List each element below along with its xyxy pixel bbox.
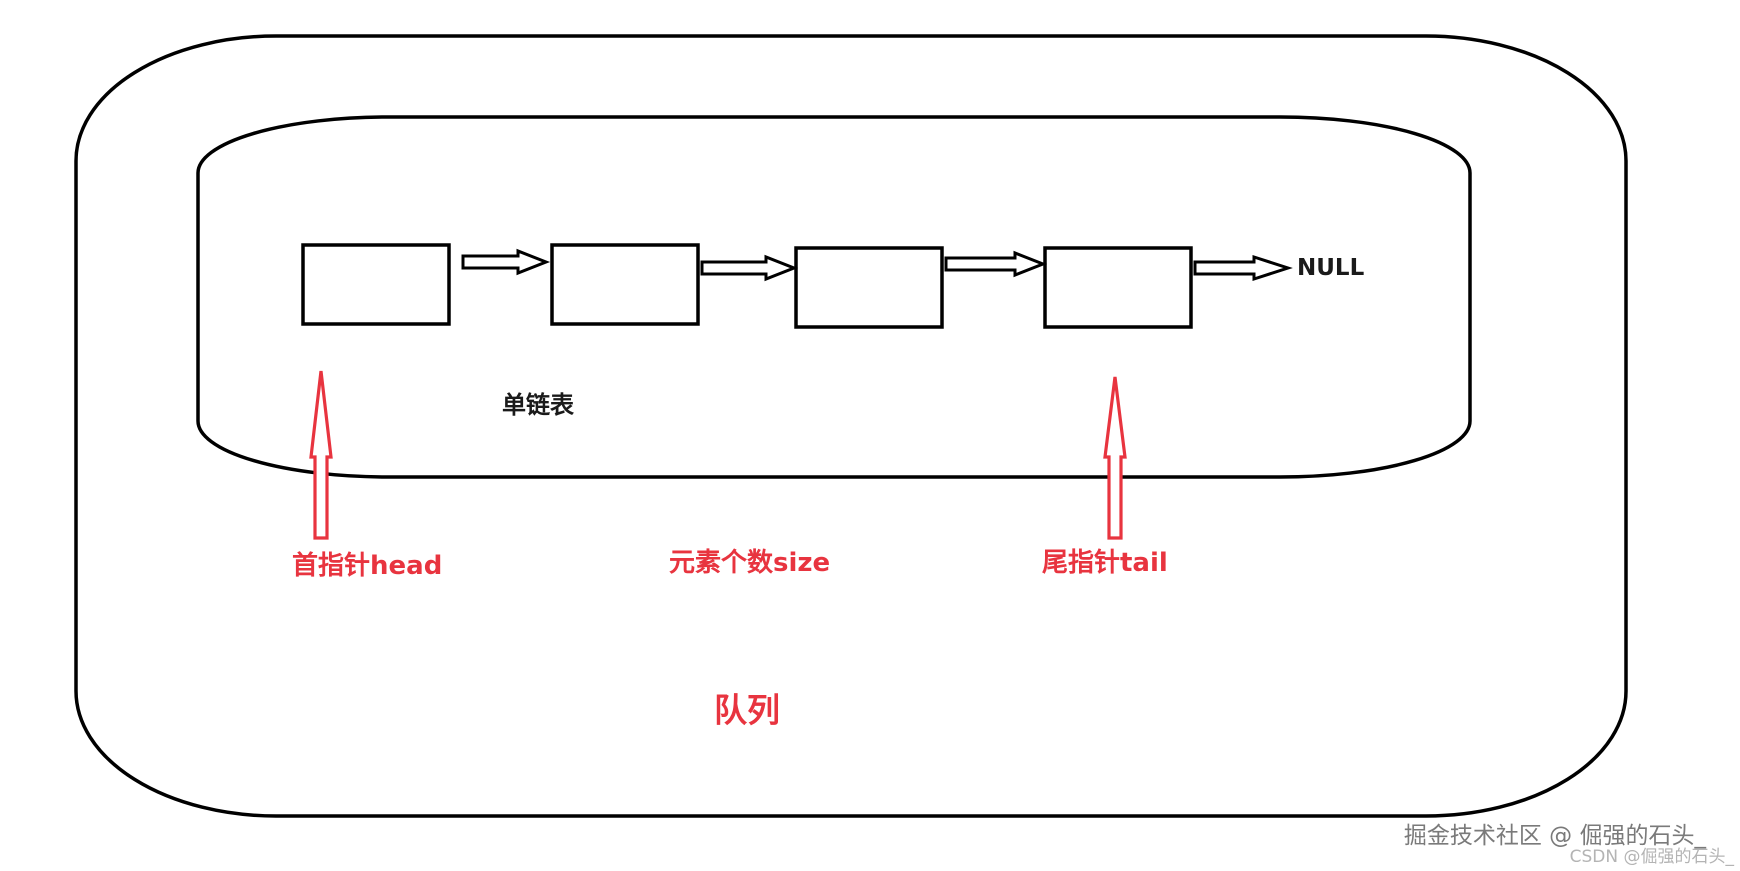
linked-list-label: 单链表 [502, 391, 575, 419]
juejin-watermark: 掘金技术社区 @ 倔强的石头_ [1404, 823, 1707, 849]
list-node-3 [794, 246, 944, 329]
tail-pointer-label: 尾指针tail [1042, 548, 1168, 578]
csdn-watermark: CSDN @倔强的石头_ [1570, 847, 1735, 867]
list-node-2 [550, 243, 700, 326]
next-arrow-null-icon [1193, 254, 1293, 282]
size-label: 元素个数size [669, 548, 830, 578]
list-node-1 [301, 243, 451, 326]
next-arrow-1-icon [461, 248, 551, 276]
next-arrow-3-icon [944, 250, 1048, 278]
head-pointer-arrow-icon [309, 370, 333, 540]
linked-list-container [196, 115, 1472, 479]
tail-pointer-arrow-icon [1103, 376, 1127, 540]
queue-label: 队列 [714, 691, 780, 730]
null-label: NULL [1297, 255, 1365, 281]
queue-container [74, 34, 1628, 818]
next-arrow-2-icon [700, 254, 799, 282]
list-node-4 [1043, 246, 1193, 329]
head-pointer-label: 首指针head [292, 550, 442, 581]
